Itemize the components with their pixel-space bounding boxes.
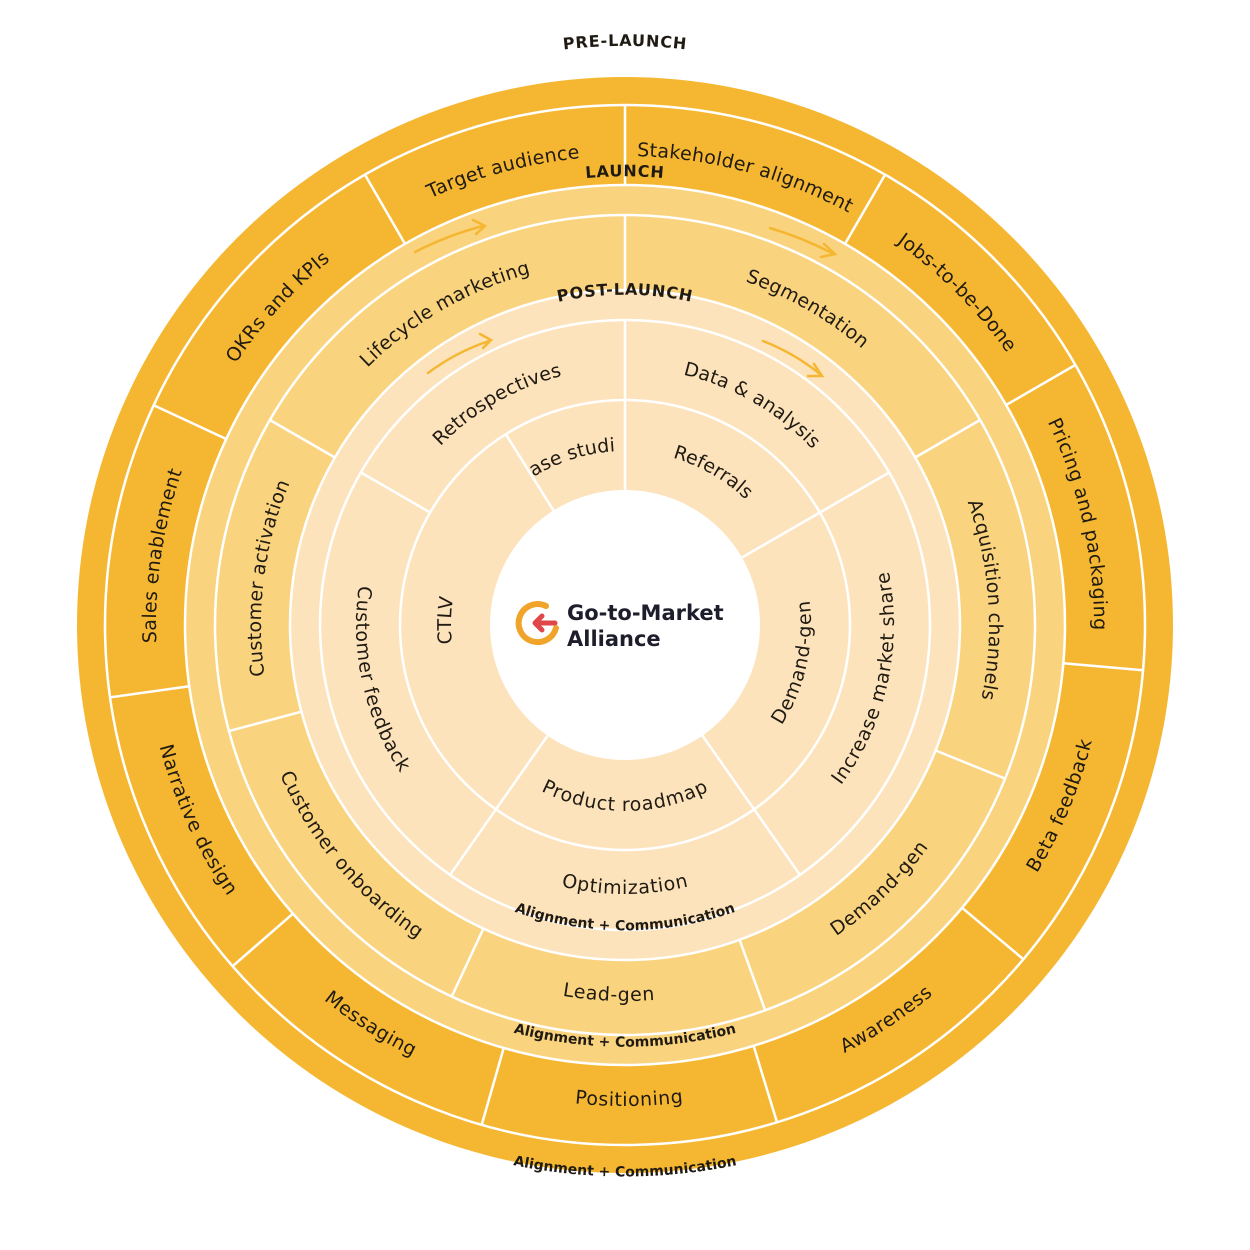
pre-launch-segment-positioning: Positioning (574, 1086, 684, 1111)
logo-line-2: Alliance (567, 627, 661, 651)
pre-launch-divider (363, 174, 407, 245)
launch-divider (935, 749, 1006, 780)
launch-divider (738, 939, 767, 1011)
post-launch-outer-divider (449, 808, 497, 876)
post-launch-outer-divider (819, 471, 890, 514)
post-launch-right-arrow-icon (761, 339, 822, 376)
launch-right-arrow-icon (768, 226, 834, 255)
pre-launch-divider (1005, 363, 1076, 407)
launch-divider (228, 710, 302, 733)
segment-dividers (109, 105, 1144, 1126)
launch-left-arrow-head-icon (471, 218, 488, 236)
post-launch-inner-segment-ctlv: CTLV (434, 595, 458, 645)
post-launch-right-arrow-head-icon (806, 362, 825, 378)
post-launch-inner-divider (701, 734, 756, 811)
direction-arrows (403, 110, 858, 378)
launch-divider (269, 418, 336, 459)
post-launch-inner-divider (504, 433, 555, 512)
launch-right-arrow-head-icon (819, 242, 838, 259)
ring-titles: PRE-LAUNCH LAUNCH POST-LAUNCH (555, 31, 694, 306)
logo: Go-to-Market Alliance (515, 601, 724, 651)
post-launch-inner-divider (494, 734, 549, 811)
pre-launch-divider (153, 404, 227, 441)
pre-launch-divider (752, 1045, 779, 1123)
pre-launch-divider (480, 1047, 505, 1126)
launch-divider (914, 418, 981, 459)
launch-left-arrow-icon (413, 224, 485, 254)
post-launch-left-arrow-icon (426, 339, 491, 375)
pre-launch-divider (1063, 662, 1144, 672)
pre-launch-title: PRE-LAUNCH (562, 31, 688, 54)
core-circle (490, 490, 760, 760)
logo-line-1: Go-to-Market (567, 601, 724, 625)
post-launch-outer-divider (360, 471, 431, 514)
pre-launch-left-arrow-icon (403, 116, 480, 149)
pre-launch-divider (961, 906, 1025, 961)
launch-divider (450, 928, 485, 998)
pre-launch-divider (109, 684, 190, 699)
post-launch-inner-divider (741, 511, 821, 559)
ring-layers (77, 77, 1173, 1173)
go-to-market-alliance-logo-icon (515, 601, 559, 646)
pre-launch-left-arrow-head-icon (466, 110, 483, 128)
pre-launch-divider (231, 912, 294, 968)
post-launch-left-arrow-head-icon (478, 332, 494, 350)
pre-launch-right-arrow-icon (770, 116, 854, 146)
pre-launch-right-arrow-head-icon (840, 134, 858, 151)
launch-title: LAUNCH (585, 161, 666, 182)
pre-launch-divider (843, 174, 887, 245)
post-launch-outer-divider (753, 808, 801, 876)
